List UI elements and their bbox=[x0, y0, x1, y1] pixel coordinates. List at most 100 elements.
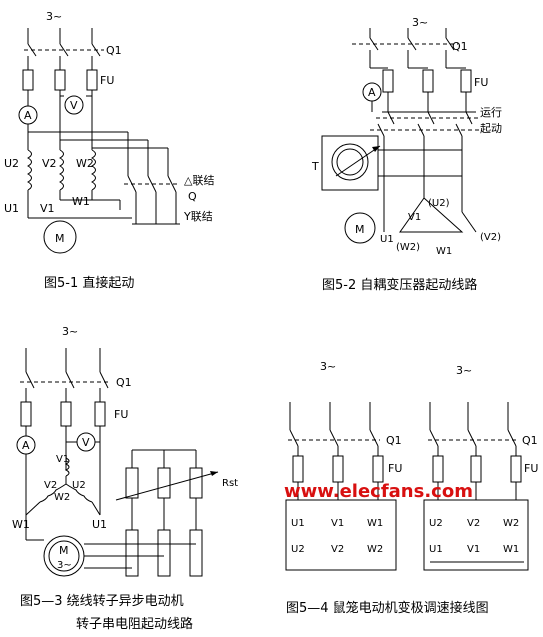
fig2-fuse-label: FU bbox=[474, 76, 488, 89]
fig3-winding-u bbox=[65, 483, 93, 503]
fig1-winding-w bbox=[90, 149, 96, 191]
fig1-voltmeter bbox=[64, 95, 84, 115]
fig4-left-top-2: V1 bbox=[331, 518, 344, 529]
fig3-slip-ring-1 bbox=[125, 529, 139, 577]
figure-5-1: 3~ Q1 FU A V bbox=[4, 10, 214, 291]
fig4-left-top-3: W1 bbox=[367, 518, 383, 529]
fig4-left-bottom-2: V2 bbox=[331, 544, 344, 555]
fig4-right-q: Q1 bbox=[522, 434, 538, 447]
fig3-fuse-3 bbox=[94, 401, 106, 427]
fig1-v1: V1 bbox=[40, 202, 55, 215]
fig3-winding-v bbox=[64, 457, 70, 477]
fig1-ammeter-label: A bbox=[24, 109, 32, 122]
fig2-transformer bbox=[331, 143, 369, 181]
figure-5-2: 3~ Q1 FU A 运行 起动 bbox=[311, 16, 502, 293]
fig1-winding-v bbox=[58, 149, 64, 191]
fig2-v2: (V2) bbox=[480, 232, 501, 243]
fig3-w1: W1 bbox=[12, 518, 30, 531]
fig2-w1: W1 bbox=[436, 246, 452, 257]
fig4-left-fuse-3 bbox=[372, 455, 384, 483]
fig3-fuse-label: FU bbox=[114, 408, 128, 421]
fig1-switch-blade-2 bbox=[59, 43, 69, 57]
fig4-right-fuse-2 bbox=[470, 455, 482, 483]
fig2-supply-label: 3~ bbox=[412, 16, 428, 29]
fig1-u1: U1 bbox=[4, 202, 19, 215]
fig3-ammeter-label: A bbox=[22, 439, 30, 452]
fig3-v2: V2 bbox=[44, 480, 57, 491]
fig1-w2: W2 bbox=[76, 157, 94, 170]
fig3-slip-ring-3 bbox=[189, 529, 203, 577]
fig4-left-fuse-2 bbox=[332, 455, 344, 483]
fig1-motor-label: M bbox=[55, 232, 65, 245]
fig2-fuse-1 bbox=[382, 69, 394, 93]
watermark: www.elecfans.com bbox=[284, 481, 473, 502]
fig3-motor-m: M bbox=[59, 544, 69, 557]
fig2-switch-label: Q1 bbox=[452, 40, 468, 53]
fig3-u1: U1 bbox=[92, 518, 107, 531]
fig3-rst: Rst bbox=[222, 478, 238, 489]
fig2-run-label: 运行 bbox=[480, 106, 502, 119]
fig4-left-bottom-3: W2 bbox=[367, 544, 383, 555]
fig1-delta-label: △联结 bbox=[184, 174, 214, 187]
fig2-caption: 图5-2 自耦变压器起动线路 bbox=[322, 277, 477, 293]
fig4-left-supply: 3~ bbox=[320, 360, 336, 373]
fig4-left-top-1: U1 bbox=[291, 518, 305, 529]
fig4-right-top-1: U2 bbox=[429, 518, 443, 529]
fig1-caption: 图5-1 直接起动 bbox=[44, 275, 134, 291]
fig4-right-terminal-box bbox=[423, 499, 529, 571]
fig2-v1: V1 bbox=[408, 212, 421, 223]
fig4-left-fu: FU bbox=[388, 462, 402, 475]
fig2-run-contact-1 bbox=[387, 111, 395, 125]
fig2-fuse-2 bbox=[422, 69, 434, 93]
fig1-supply-label: 3~ bbox=[46, 10, 62, 23]
fig1-q-blade-3 bbox=[167, 175, 177, 193]
fig1-w1: W1 bbox=[72, 195, 90, 208]
fig3-fuse-1 bbox=[20, 401, 32, 427]
fig4-right-fu: FU bbox=[524, 462, 538, 475]
fig3-w2: W2 bbox=[54, 492, 70, 503]
fig1-ammeter bbox=[18, 105, 38, 125]
fig4-left-bottom-1: U2 bbox=[291, 544, 305, 555]
fig2-u2: (U2) bbox=[428, 198, 450, 209]
figure-5-4: 3~ 3~ Q1 FU U1 V1 W1 U2 V2 W2 bbox=[285, 360, 538, 616]
fig2-transformer-arrow bbox=[335, 145, 381, 177]
fig3-voltmeter-label: V bbox=[82, 436, 90, 449]
fig4-right-bottom-3: W1 bbox=[503, 544, 519, 555]
fig1-switch-label: Q1 bbox=[106, 44, 122, 57]
fig3-caption-line2: 转子串电阻起动线路 bbox=[76, 616, 193, 632]
fig3-resistor-3 bbox=[189, 467, 203, 499]
fig2-transformer-frame bbox=[321, 135, 379, 191]
fig3-v1: V1 bbox=[56, 454, 69, 465]
fig1-motor bbox=[43, 220, 77, 254]
fig1-fuse-2 bbox=[54, 69, 66, 91]
fig4-left-q: Q1 bbox=[386, 434, 402, 447]
fig1-voltmeter-label: V bbox=[70, 99, 78, 112]
fig2-start-contact-3 bbox=[455, 123, 463, 137]
fig2-run-contact-2 bbox=[427, 111, 435, 125]
fig4-right-top-2: V2 bbox=[467, 518, 480, 529]
fig1-fuse-1 bbox=[22, 69, 34, 91]
fig3-supply-label: 3~ bbox=[62, 325, 78, 338]
fig3-motor-3: 3~ bbox=[57, 560, 72, 571]
fig2-motor-windings bbox=[399, 197, 464, 233]
fig1-fuse-3 bbox=[86, 69, 98, 91]
fig3-resistor-1 bbox=[125, 467, 139, 499]
fig1-v2: V2 bbox=[42, 157, 57, 170]
fig1-winding-u bbox=[26, 149, 32, 191]
fig1-fuse-label: FU bbox=[100, 74, 114, 87]
fig4-right-fuse-3 bbox=[510, 455, 522, 483]
fig2-start-label: 起动 bbox=[480, 122, 502, 135]
fig2-w2: (W2) bbox=[396, 242, 420, 253]
fig3-rheostat-arrow bbox=[115, 471, 219, 501]
fig3-winding-w bbox=[39, 483, 67, 503]
fig3-fuse-2 bbox=[60, 401, 72, 427]
fig2-run-contact-3 bbox=[465, 111, 473, 125]
fig2-motor bbox=[344, 212, 376, 244]
fig1-star-label: Y联结 bbox=[183, 210, 213, 223]
fig3-caption-line1: 图5—3 绕线转子异步电动机 bbox=[20, 594, 184, 609]
fig4-left-terminal-box bbox=[285, 499, 397, 571]
fig2-motor-label: M bbox=[355, 223, 365, 236]
fig4-right-top-3: W2 bbox=[503, 518, 519, 529]
fig2-u1: U1 bbox=[380, 234, 394, 245]
fig3-slip-ring-2 bbox=[157, 529, 171, 577]
